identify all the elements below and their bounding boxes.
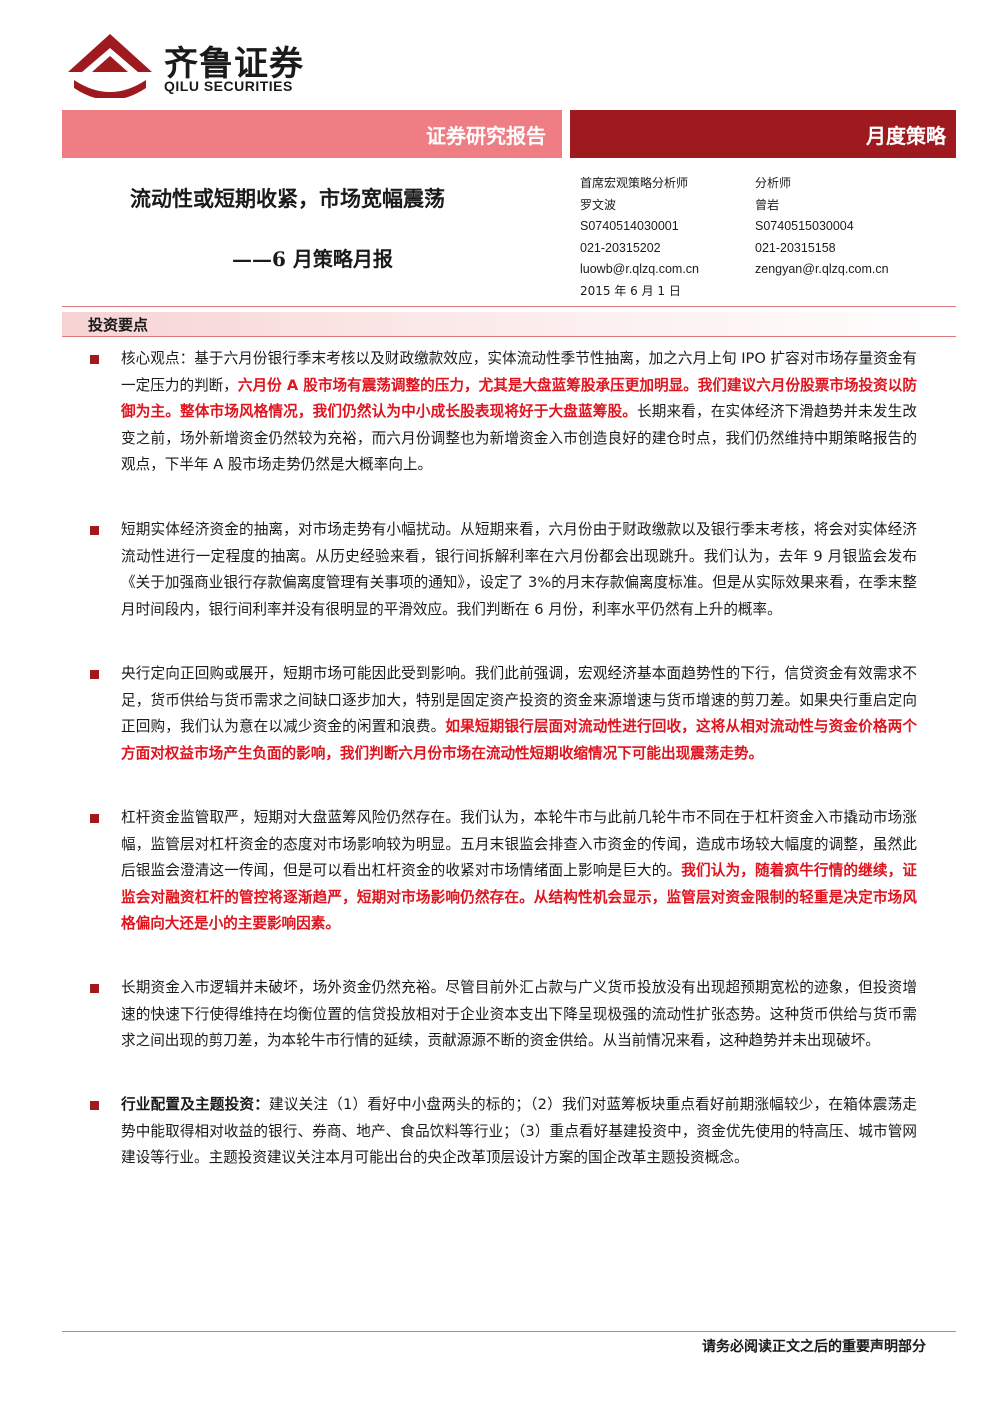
analyst-block-2: 分析师 曾岩 S0740515030004 021-20315158 zengy… — [755, 173, 889, 281]
banner-category: 月度策略 — [570, 110, 956, 158]
key-point-paragraph: 行业配置及主题投资：建议关注（1）看好中小盘两头的标的；（2）我们对蓝筹板块重点… — [121, 1096, 917, 1167]
key-point-paragraph: 核心观点：基于六月份银行季末考核以及财政缴款效应，实体流动性季节性抽离，加之六月… — [121, 350, 917, 474]
highlight-text: 我们认为，随着疯牛行情的继续，证监会对融资杠杆的管控将逐渐趋严，短期对市场影响仍… — [121, 862, 917, 933]
section-divider — [62, 336, 956, 337]
section-title: 投资要点 — [88, 316, 149, 334]
analyst-phone: 021-20315158 — [755, 240, 836, 255]
logo-name-cn: 齐鲁证券 — [164, 44, 304, 84]
report-subtitle: ——6 月策略月报 — [232, 247, 393, 271]
analyst-email[interactable]: luowb@r.qlzq.com.cn — [580, 262, 699, 277]
key-point-paragraph: 短期实体经济资金的抽离，对市场走势有小幅扰动。从短期来看，六月份由于财政缴款以及… — [121, 521, 917, 618]
analyst-block-1: 首席宏观策略分析师 罗文波 S0740514030001 021-2031520… — [580, 173, 699, 303]
banner-divider — [562, 110, 570, 158]
company-logo: 齐鲁证券 QILU SECURITIES — [66, 30, 326, 100]
highlight-text: 如果短期银行层面对流动性进行回收，这将从相对流动性与资金价格两个方面对权益市场产… — [121, 718, 917, 762]
bullet-square-icon — [90, 355, 99, 364]
bullet-square-icon — [90, 984, 99, 993]
analyst-name: 曾岩 — [755, 197, 780, 212]
key-point-paragraph: 长期资金入市逻辑并未破坏，场外资金仍然充裕。尽管目前外汇占款与广义货币投放没有出… — [121, 979, 917, 1050]
bullet-square-icon — [90, 1101, 99, 1110]
bullet-square-icon — [90, 814, 99, 823]
highlight-text: 六月份 A 股市场有震荡调整的压力，尤其是大盘蓝筹股承压更加明显。我们建议六月份… — [121, 376, 917, 421]
analyst-cert: S0740515030004 — [755, 219, 854, 234]
logo-name-en: QILU SECURITIES — [164, 78, 293, 94]
analyst-email[interactable]: zengyan@r.qlzq.com.cn — [755, 262, 889, 277]
section-header: 投资要点 — [62, 312, 956, 336]
key-point-paragraph: 杠杆资金监管取严，短期对大盘蓝筹风险仍然存在。我们认为，本轮牛市与此前几轮牛市不… — [121, 809, 917, 933]
bold-lead: 行业配置及主题投资： — [121, 1096, 270, 1113]
analyst-name: 罗文波 — [580, 197, 617, 212]
key-point-paragraph: 央行定向正回购或展开，短期市场可能因此受到影响。我们此前强调，宏观经济基本面趋势… — [121, 665, 917, 762]
analyst-role: 分析师 — [755, 176, 792, 190]
analyst-cert: S0740514030001 — [580, 219, 679, 234]
report-date: 2015 年 6 月 1 日 — [580, 283, 681, 298]
qilu-logo-icon — [68, 34, 152, 98]
footer-disclaimer: 请务必阅读正文之后的重要声明部分 — [702, 1339, 926, 1355]
header-divider — [62, 306, 956, 307]
bullet-square-icon — [90, 526, 99, 535]
bullet-square-icon — [90, 670, 99, 679]
report-title: 流动性或短期收紧，市场宽幅震荡 — [130, 186, 445, 211]
analyst-phone: 021-20315202 — [580, 240, 661, 255]
analyst-role: 首席宏观策略分析师 — [580, 176, 689, 190]
banner-report-type: 证券研究报告 — [62, 110, 562, 158]
header-banner: 证券研究报告 月度策略 — [62, 110, 956, 158]
footer-divider — [62, 1331, 956, 1332]
